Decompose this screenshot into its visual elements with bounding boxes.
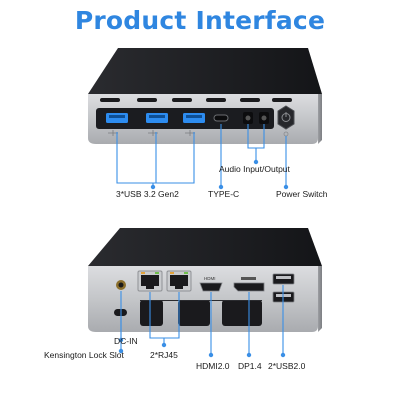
back-callouts <box>120 285 284 354</box>
rj45-ports <box>137 270 192 292</box>
back-device: HDMI <box>88 228 322 332</box>
front-callout-dots <box>150 159 289 190</box>
front-device-top <box>88 48 322 94</box>
label-usb: 3*USB 3.2 Gen2 <box>116 189 179 199</box>
front-callouts <box>116 124 287 187</box>
hdmi-port: HDMI <box>199 276 223 292</box>
label-kensington: Kensington Lock Slot <box>44 350 124 360</box>
power-icon <box>277 105 295 130</box>
label-typec: TYPE-C <box>208 189 239 199</box>
label-audio: Audio Input/Output <box>219 164 291 174</box>
dcin-port <box>116 280 126 290</box>
label-dp: DP1.4 <box>238 361 262 371</box>
front-device-right-side <box>318 94 322 144</box>
svg-text:HDMI: HDMI <box>204 276 216 281</box>
label-dcin: DC-IN <box>114 336 138 346</box>
page-title: Product Interface <box>74 6 326 35</box>
back-callout-dots <box>118 337 286 358</box>
front-typec-port <box>213 114 229 122</box>
dp-port <box>233 277 265 292</box>
back-vents <box>140 300 262 326</box>
label-rj45: 2*RJ45 <box>150 350 178 360</box>
front-device <box>88 48 322 144</box>
back-device-top <box>88 228 322 266</box>
front-audio-jacks <box>243 112 269 124</box>
front-vents <box>100 98 292 102</box>
label-usb2: 2*USB2.0 <box>268 361 306 371</box>
front-usb-ports <box>106 113 205 123</box>
label-hdmi: HDMI2.0 <box>196 361 230 371</box>
back-device-right-side <box>318 266 322 332</box>
label-power: Power Switch <box>276 189 328 199</box>
